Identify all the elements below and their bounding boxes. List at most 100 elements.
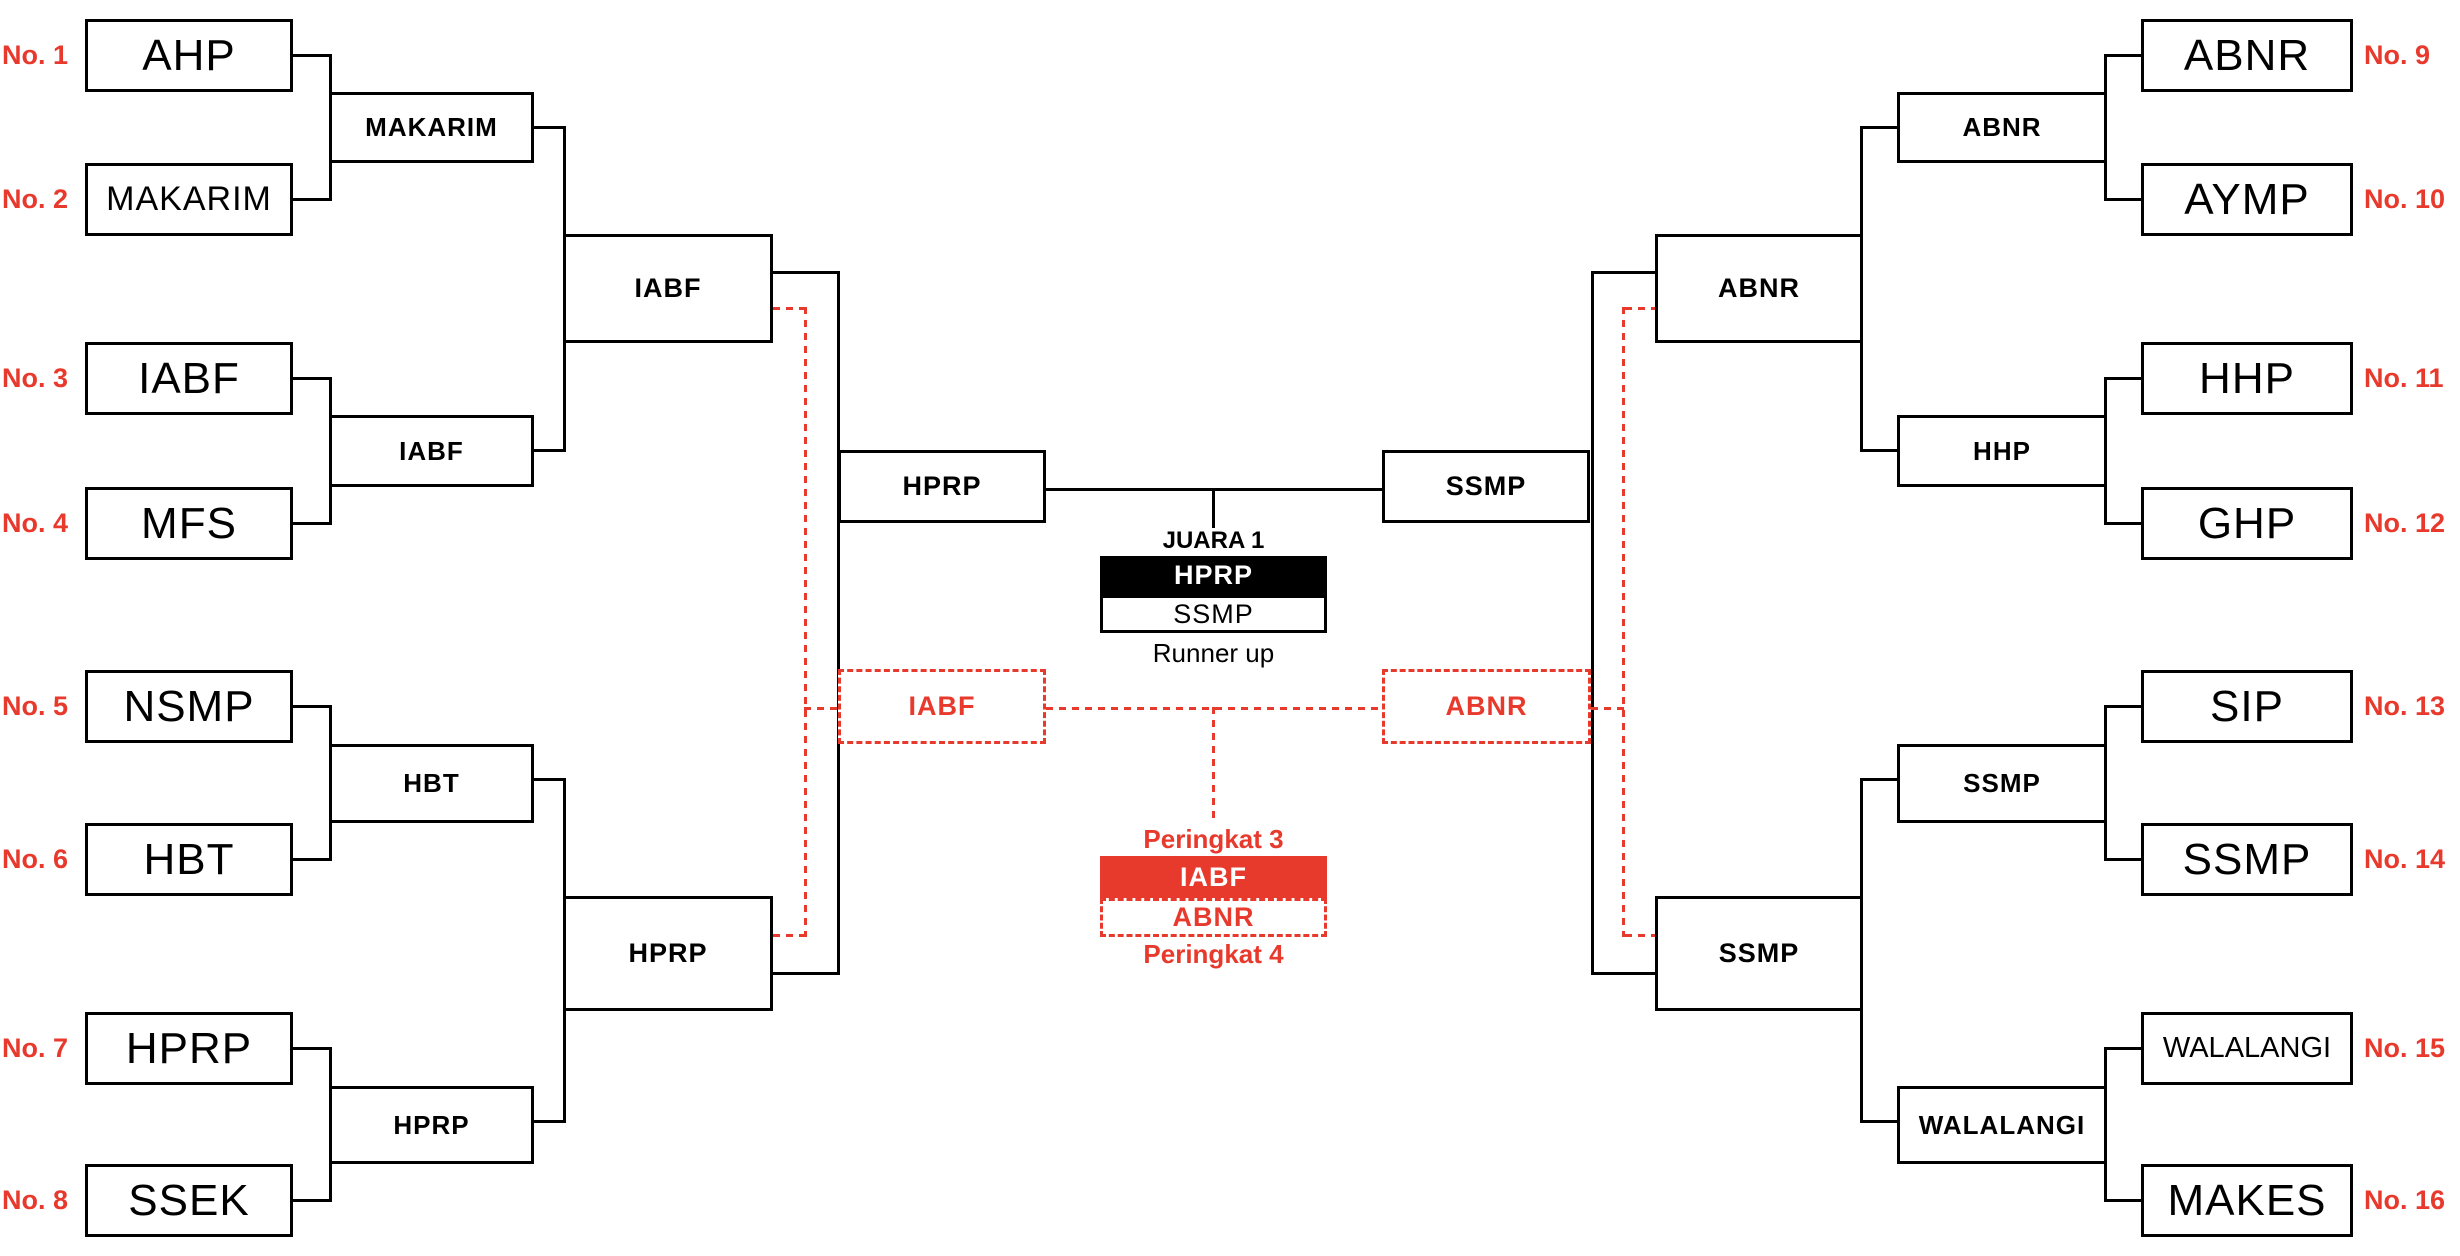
- winner-name: ABNR: [1718, 273, 1800, 303]
- winner-name: IABF: [634, 273, 702, 303]
- team-name: MAKES: [2167, 1175, 2327, 1225]
- seed-number-3: No. 3: [1, 362, 68, 393]
- connector-line: [2107, 198, 2141, 201]
- third-place-line: [804, 707, 841, 710]
- connector-line: [2107, 54, 2141, 57]
- third-place-line: [1625, 307, 1655, 310]
- seed-box-sip: SIP: [2141, 670, 2353, 743]
- runner-up-box: SSMP: [1100, 595, 1327, 633]
- third-place-label: Peringkat 3: [1143, 823, 1284, 854]
- third-place-contender-left: IABF: [838, 669, 1046, 744]
- seed-number-6: No. 6: [1, 843, 68, 874]
- runner-up-label: Runner up: [1152, 637, 1275, 668]
- team-name: SSMP: [2182, 834, 2312, 884]
- seed-number-7: No. 7: [1, 1032, 68, 1063]
- champion-box: HPRP: [1100, 556, 1327, 595]
- connector-line: [2107, 705, 2141, 708]
- team-name: IABF: [138, 353, 240, 403]
- champion-label: JUARA 1: [1162, 527, 1265, 554]
- team-name: GHP: [2197, 498, 2297, 548]
- winner-name: HPRP: [628, 938, 708, 968]
- seed-box-ssek: SSEK: [85, 1164, 293, 1237]
- seed-box-hhp: HHP: [2141, 342, 2353, 415]
- finalist-name: SSMP: [1445, 471, 1527, 501]
- qf-winner-box: HHP: [1897, 415, 2107, 487]
- runner-up-name: SSMP: [1173, 598, 1254, 629]
- seed-number-2: No. 2: [1, 183, 68, 214]
- seed-number-8: No. 8: [1, 1184, 68, 1215]
- seed-box-nsmp: NSMP: [85, 670, 293, 743]
- team-name: SIP: [2210, 681, 2284, 731]
- connector-line: [1860, 126, 1863, 452]
- seed-number-9: No. 9: [2364, 39, 2431, 70]
- seed-number-13: No. 13: [2364, 690, 2446, 721]
- connector-line: [2107, 1047, 2141, 1050]
- team-name: NSMP: [123, 681, 255, 731]
- seed-box-ssmp: SSMP: [2141, 823, 2353, 896]
- finalist-box-left: HPRP: [838, 450, 1046, 523]
- connector-line: [293, 54, 332, 57]
- seed-box-hprp: HPRP: [85, 1012, 293, 1085]
- winner-name: SSMP: [1718, 938, 1800, 968]
- connector-line: [1863, 449, 1897, 452]
- team-name: MAKARIM: [106, 180, 272, 218]
- third-place-line: [804, 307, 807, 937]
- qf-winner-box: IABF: [329, 415, 534, 487]
- fourth-place-label: Peringkat 4: [1143, 938, 1284, 969]
- finalist-name: HPRP: [902, 471, 982, 501]
- winner-name: HBT: [403, 768, 460, 798]
- seed-box-aymp: AYMP: [2141, 163, 2353, 236]
- connector-line: [534, 1120, 566, 1123]
- sf-winner-box: IABF: [563, 234, 773, 343]
- third-place-line: [1591, 707, 1625, 710]
- connector-line: [2107, 522, 2141, 525]
- team-name: MFS: [141, 498, 237, 548]
- connector-line: [2107, 858, 2141, 861]
- seed-number-10: No. 10: [2364, 183, 2446, 214]
- sf-winner-box: ABNR: [1655, 234, 1863, 343]
- connector-line: [1863, 126, 1897, 129]
- third-place-line: [1622, 307, 1625, 937]
- connector-line: [2107, 377, 2141, 380]
- third-place-line: [1625, 934, 1655, 937]
- connector-line: [837, 271, 840, 975]
- third-place-line: [773, 934, 807, 937]
- connector-line: [1860, 778, 1863, 1123]
- seed-number-12: No. 12: [2364, 507, 2446, 538]
- third-place-box: IABF: [1100, 856, 1327, 898]
- connector-line: [293, 1047, 332, 1050]
- third-place-contender-right: ABNR: [1382, 669, 1591, 744]
- seed-box-walalangi: WALALANGI: [2141, 1012, 2353, 1085]
- seed-box-ghp: GHP: [2141, 487, 2353, 560]
- team-name: WALALANGI: [2162, 1032, 2332, 1064]
- qf-winner-box: WALALANGI: [1897, 1086, 2107, 1164]
- seed-box-hbt: HBT: [85, 823, 293, 896]
- seed-number-14: No. 14: [2364, 843, 2446, 874]
- seed-box-iabf: IABF: [85, 342, 293, 415]
- qf-winner-box: MAKARIM: [329, 92, 534, 163]
- seed-number-5: No. 5: [1, 690, 68, 721]
- team-name: AYMP: [2184, 174, 2310, 224]
- connector-line: [534, 778, 566, 781]
- sf-winner-box: SSMP: [1655, 896, 1863, 1011]
- seed-number-1: No. 1: [1, 39, 68, 70]
- connector-line: [2107, 1199, 2141, 1202]
- champion-name: HPRP: [1173, 560, 1253, 590]
- team-name: SSEK: [128, 1175, 250, 1225]
- team-name: HBT: [143, 834, 235, 884]
- connector-line: [534, 126, 566, 129]
- seed-box-ahp: AHP: [85, 19, 293, 92]
- seed-box-mfs: MFS: [85, 487, 293, 560]
- connector-line: [293, 705, 332, 708]
- sf-winner-box: HPRP: [563, 896, 773, 1011]
- fourth-place-box: ABNR: [1100, 898, 1327, 937]
- winner-name: MAKARIM: [365, 112, 498, 142]
- contender-name: ABNR: [1445, 691, 1528, 721]
- seed-box-abnr: ABNR: [2141, 19, 2353, 92]
- connector-line: [2104, 54, 2107, 201]
- connector-line: [773, 972, 840, 975]
- connector-line: [1591, 972, 1655, 975]
- connector-line: [293, 198, 332, 201]
- team-name: HHP: [2199, 353, 2295, 403]
